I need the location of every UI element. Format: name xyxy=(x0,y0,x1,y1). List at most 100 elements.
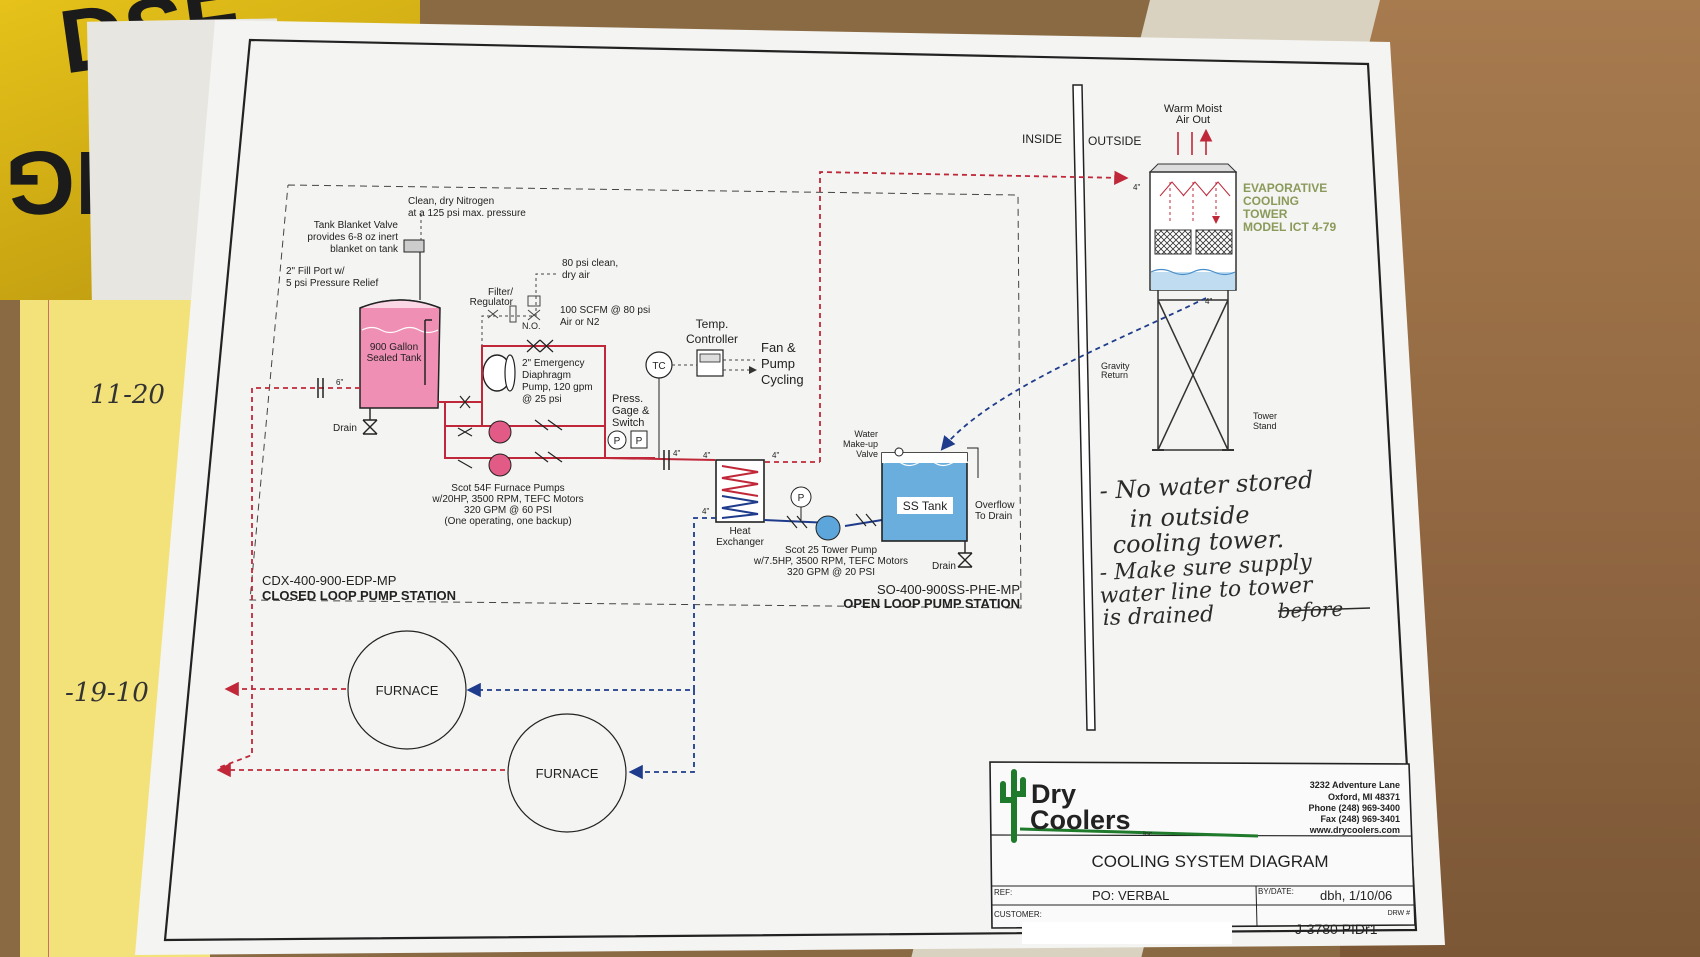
customer-label: CUSTOMER: xyxy=(994,910,1042,919)
drain-valve-icon xyxy=(957,541,973,568)
company-address: 3232 Adventure Lane xyxy=(1310,780,1400,790)
tower-name-label: MODEL ICT 4-79 xyxy=(1243,220,1336,234)
tower-stand-label: Stand xyxy=(1253,421,1277,431)
furnace-label: FURNACE xyxy=(376,683,439,698)
drain-valve-icon xyxy=(362,408,378,435)
gauge-label: P xyxy=(798,493,805,504)
tower-stand-label: Tower xyxy=(1253,411,1277,421)
fill-port-label: 2" Fill Port w/ xyxy=(286,266,345,277)
tower-pump-label: 320 GPM @ 20 PSI xyxy=(787,567,875,578)
warm-air-label: Air Out xyxy=(1176,114,1210,126)
water-makeup-label: Make-up xyxy=(843,439,878,449)
furnace-pumps-label: 320 GPM @ 60 PSI xyxy=(464,505,552,516)
fan-pump-label: Cycling xyxy=(761,372,804,387)
pipe-size-label: 6" xyxy=(336,378,343,387)
tower-name-label: EVAPORATIVE xyxy=(1243,181,1327,195)
filter-regulator-label: Filter/ xyxy=(488,287,513,298)
furnace-pump-icon xyxy=(488,453,512,477)
press-gage-label: Switch xyxy=(612,417,644,429)
blanket-valve-label: blanket on tank xyxy=(330,244,399,255)
closed-loop-piping xyxy=(438,345,655,459)
normally-open-label: N.O. xyxy=(522,321,541,331)
heat-exchanger-label: Exchanger xyxy=(716,537,764,548)
sealed-tank xyxy=(359,299,441,409)
gauge-label: P xyxy=(636,436,643,447)
press-gage-label: Press. xyxy=(612,393,643,405)
valve-icon xyxy=(457,419,563,469)
outside-label: OUTSIDE xyxy=(1088,134,1141,148)
hot-pipe-return xyxy=(217,387,360,769)
company-name: Coolers xyxy=(1030,805,1131,835)
hot-pipe-to-tower xyxy=(819,170,1129,462)
furnace-2 xyxy=(507,713,627,833)
overflow-label: Overflow xyxy=(975,500,1015,511)
cold-pipe-furnace-2 xyxy=(628,690,695,780)
tank-label: Sealed Tank xyxy=(367,353,423,364)
company-address: Oxford, MI 48371 xyxy=(1328,792,1400,802)
overflow-label: To Drain xyxy=(975,511,1012,522)
company-name: Dry xyxy=(1031,779,1076,809)
blanket-valve-label: provides 6-8 oz inert xyxy=(307,232,398,243)
gauge-label: P xyxy=(614,436,621,447)
fan-pump-label: Fan & xyxy=(761,340,796,355)
makeup-valve-icon xyxy=(894,447,904,457)
solenoid-valve-icon xyxy=(527,295,541,307)
company-address: Fax (248) 969-3401 xyxy=(1320,814,1400,824)
company-address: www.drycoolers.com xyxy=(1309,825,1400,835)
tower-name-label: COOLING xyxy=(1243,194,1299,208)
press-gage-label: Gage & xyxy=(612,405,650,417)
tc-label: TC xyxy=(652,361,665,372)
temp-controller-label: Temp. xyxy=(696,317,729,331)
pipe-size-label: 4" xyxy=(702,507,709,516)
tower-pump-label: Scot 25 Tower Pump xyxy=(785,545,878,556)
bydate-value: dbh, 1/10/06 xyxy=(1320,888,1392,903)
legal-pad-note: -19-10 xyxy=(65,678,149,708)
scfm-label: 100 SCFM @ 80 psi xyxy=(560,305,650,316)
drawing-border xyxy=(163,38,1418,942)
open-loop-station-name: OPEN LOOP PUMP STATION xyxy=(843,596,1020,611)
warm-air-label: Warm Moist xyxy=(1164,103,1222,115)
overflow-pipe xyxy=(967,447,979,478)
heat-exchanger-label: Heat xyxy=(729,526,750,537)
gravity-return-label: Return xyxy=(1101,370,1128,380)
drawing-number-label: DRW # xyxy=(1388,910,1411,917)
pipe-size-label: 4" xyxy=(1205,297,1212,306)
cold-pipe-furnace-1 xyxy=(466,517,716,698)
check-valve-icon xyxy=(526,339,554,353)
furnace-pumps-label: Scot 54F Furnace Pumps xyxy=(451,483,564,494)
pressure-switch-icon xyxy=(630,430,648,449)
cooling-tower xyxy=(1148,132,1238,451)
title-block xyxy=(989,761,1416,929)
paper-sheet xyxy=(135,20,1445,955)
tower-pump-icon xyxy=(815,515,841,541)
ss-tank-label: SS Tank xyxy=(903,499,948,513)
pipe-size-label: 4" xyxy=(1133,183,1140,192)
handwritten-note-line: in outside xyxy=(1129,501,1250,533)
inside-label: INSIDE xyxy=(1022,132,1062,146)
emergency-pump-label: Diaphragm xyxy=(522,370,571,381)
handwritten-note-line: cooling tower. xyxy=(1112,525,1284,559)
closed-loop-station-id: CDX-400-900-EDP-MP xyxy=(262,573,396,588)
drain-label: Drain xyxy=(333,423,357,434)
tower-pump-label: w/7.5HP, 3500 RPM, TEFC Motors xyxy=(753,556,908,567)
nitrogen-label: Clean, dry Nitrogen xyxy=(408,196,494,207)
air-line xyxy=(481,273,556,362)
emergency-pump-label: @ 25 psi xyxy=(522,394,562,405)
tank-label: 900 Gallon xyxy=(370,342,418,353)
handwritten-notes: - No water stored in outside cooling tow… xyxy=(1099,466,1371,631)
drain-label: Drain xyxy=(932,561,956,572)
blanket-valve-icon xyxy=(403,239,425,253)
valve-icon xyxy=(786,513,877,529)
furnace-label: FURNACE xyxy=(536,766,599,781)
temp-controller-label: Controller xyxy=(686,332,738,346)
closed-loop-station-name: CLOSED LOOP PUMP STATION xyxy=(262,588,456,603)
emergency-pump-label: Pump, 120 gpm xyxy=(522,382,593,393)
gravity-return-label: Gravity xyxy=(1101,361,1130,371)
pipe-size-label: 4" xyxy=(772,451,779,460)
building-wall xyxy=(1072,84,1096,731)
company-address: Phone (248) 969-3400 xyxy=(1308,803,1400,813)
valve-icon xyxy=(459,395,471,409)
drawing-title: COOLING SYSTEM DIAGRAM xyxy=(1091,852,1328,871)
